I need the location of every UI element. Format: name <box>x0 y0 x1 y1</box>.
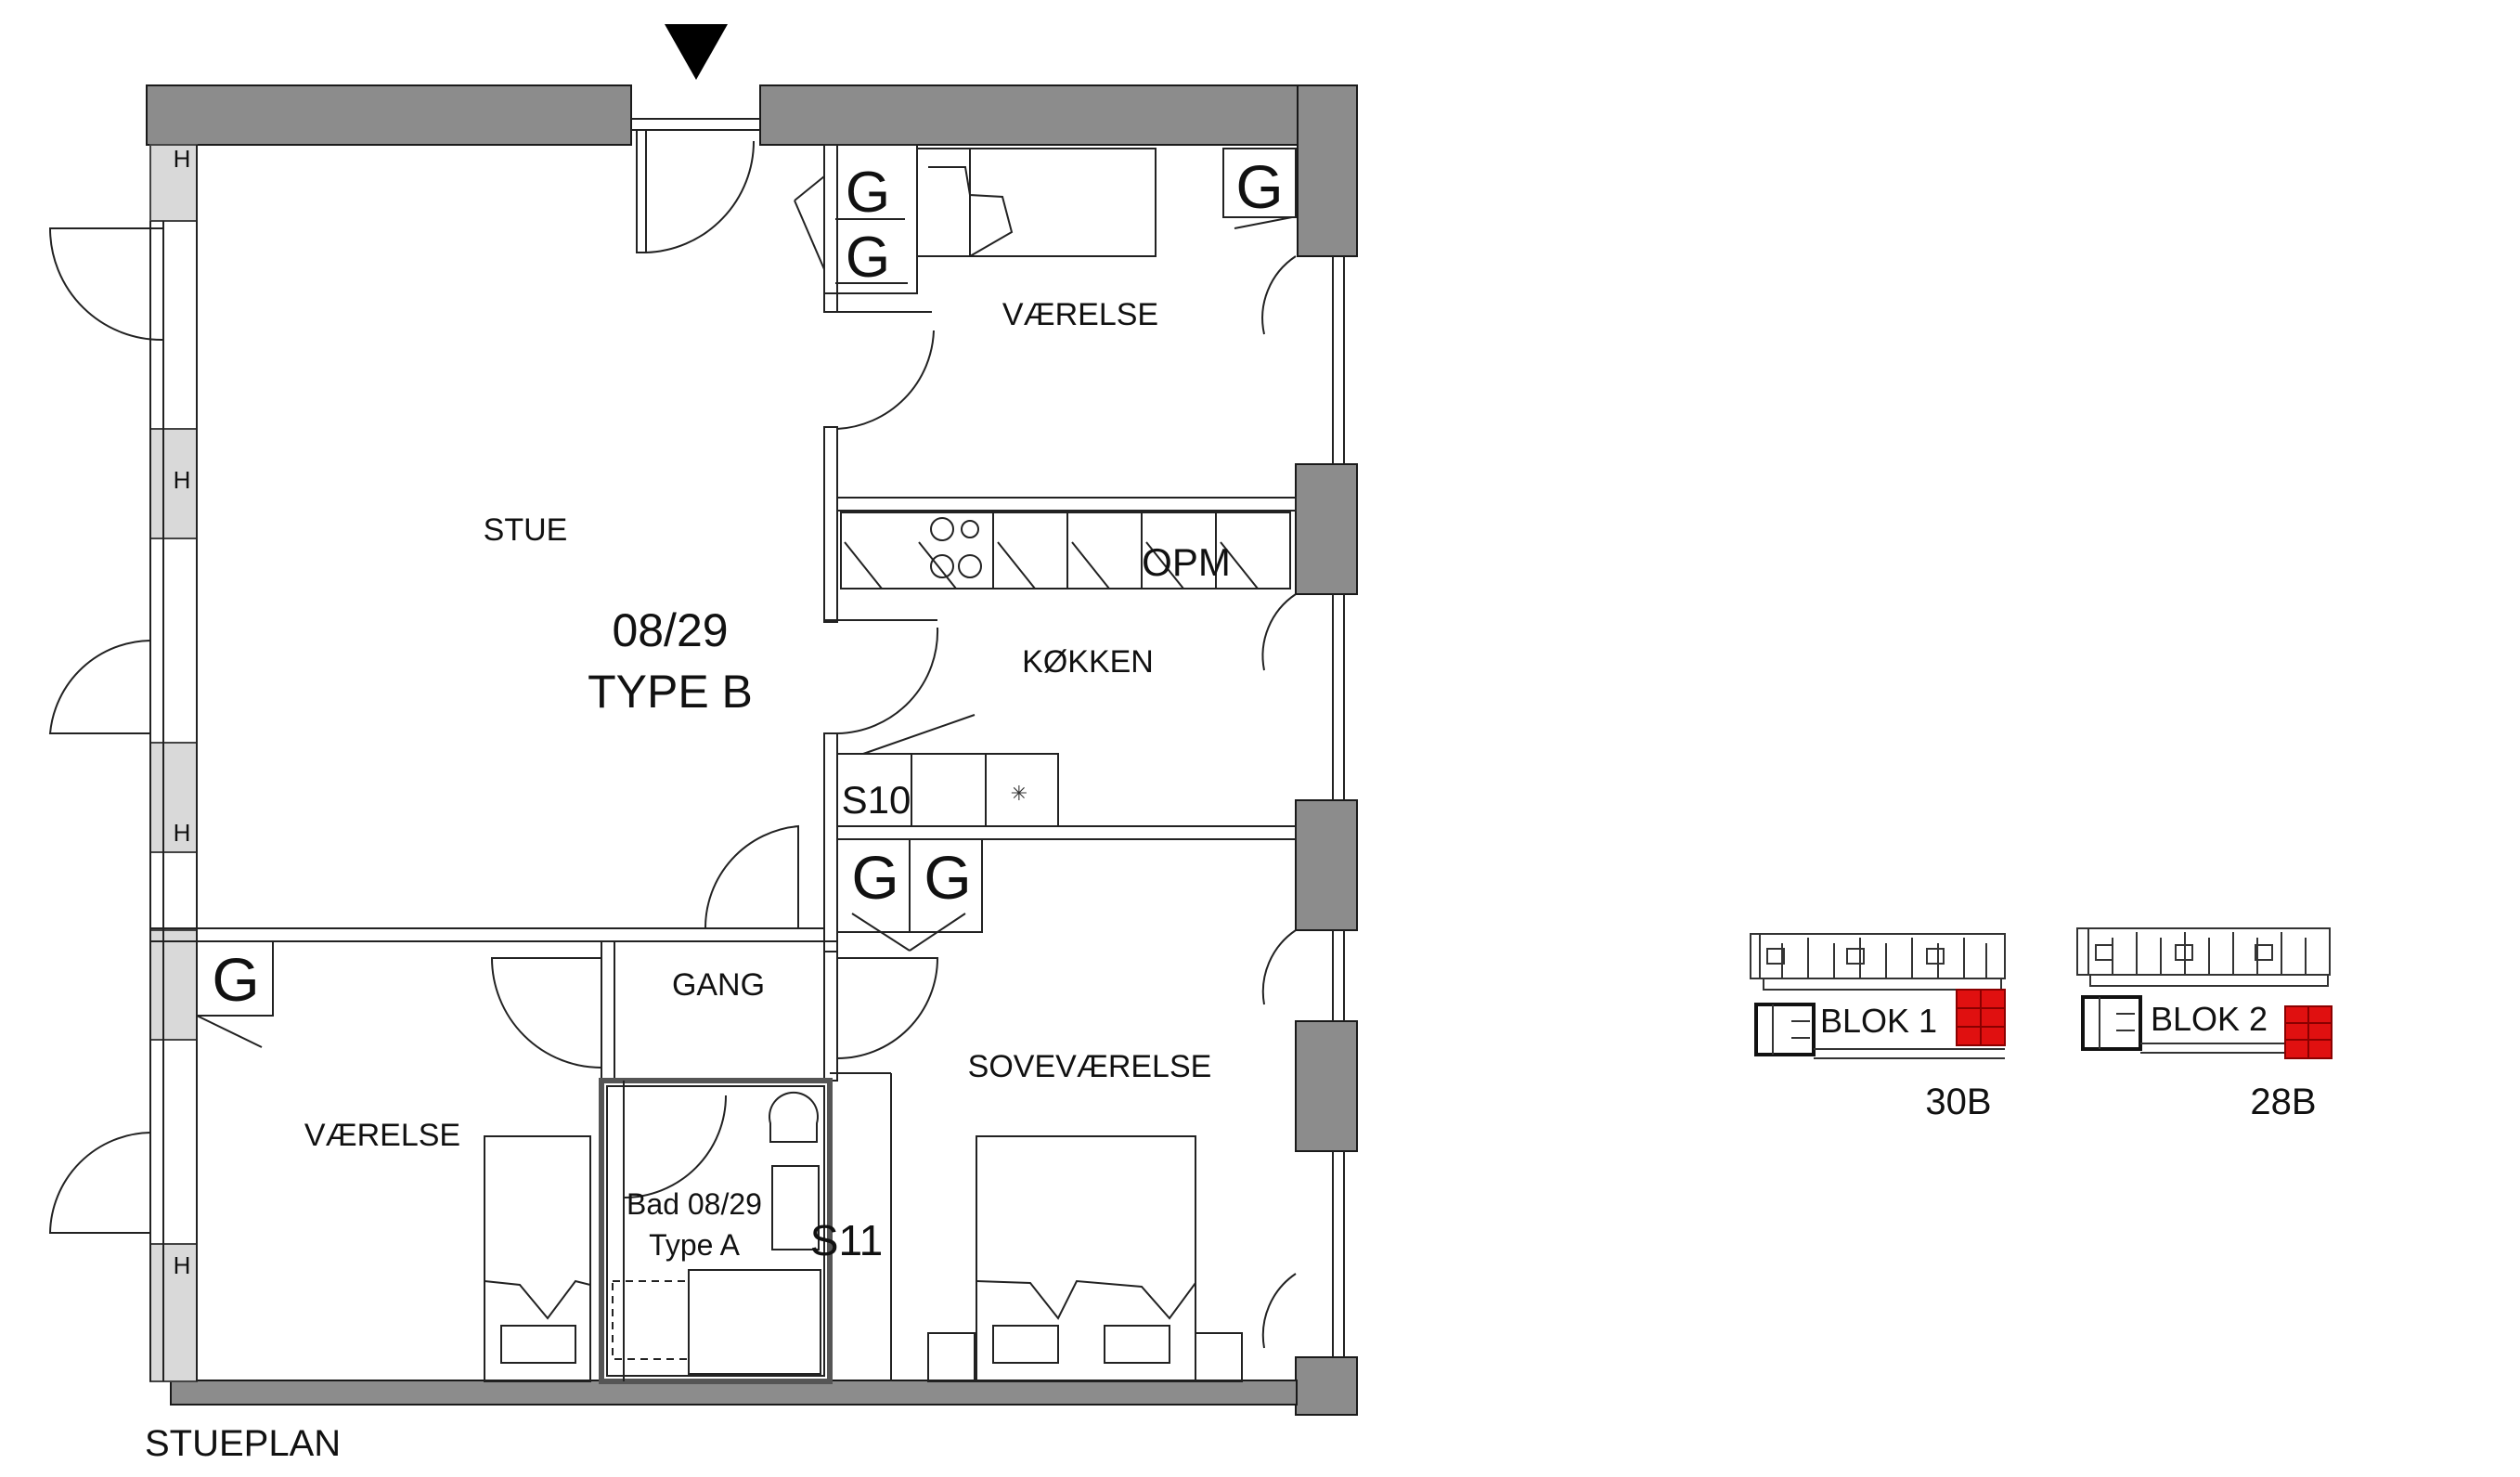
wall-right-seg3 <box>1295 1020 1358 1152</box>
wall-right-bottom <box>1295 1356 1358 1416</box>
room-label-sovevaerelse: SOVEVÆRELSE <box>968 1049 1212 1084</box>
left-pillars <box>149 144 198 1382</box>
room-labels: STUE 08/29 TYPE B VÆRELSE KØKKEN GANG SO… <box>145 297 1211 1464</box>
wall-top-right <box>759 84 1358 146</box>
h-marker: H <box>174 819 191 847</box>
keymap-blok-2 <box>2076 927 2333 1059</box>
entrance-arrow <box>665 24 728 80</box>
keymap-labels: BLOK 1 30B BLOK 2 28B <box>1820 1000 2317 1122</box>
wall-right-top <box>1297 84 1358 257</box>
room-label-bad-type: Type A <box>649 1228 741 1262</box>
opm-marker: OPM <box>1142 540 1231 584</box>
linework: ✳ <box>48 118 1345 1384</box>
s10-marker: S10 <box>842 778 911 822</box>
walls <box>146 84 1358 1416</box>
keymap-block-address: 30B <box>1925 1082 1991 1122</box>
g-marker: G <box>212 945 259 1014</box>
wall-bottom <box>170 1380 1298 1406</box>
unit-type: TYPE B <box>588 666 753 718</box>
wall-right-seg1 <box>1295 463 1358 595</box>
room-label-vaerelse-bottom: VÆRELSE <box>304 1118 460 1153</box>
room-label-kokken: KØKKEN <box>1022 644 1154 680</box>
g-marker: G <box>1235 152 1283 221</box>
room-label-stue: STUE <box>484 512 568 548</box>
keymap-block-label: BLOK 2 <box>2151 1000 2268 1038</box>
h-marker: H <box>174 1251 191 1279</box>
markers: G G G G G G OPM S10 S11 H H H H <box>174 145 1284 1279</box>
h-marker: H <box>174 466 191 494</box>
s11-marker: S11 <box>810 1216 883 1264</box>
keymap-blok-1 <box>1750 933 2006 1059</box>
pillar-1 <box>149 144 198 222</box>
wall-right-seg2 <box>1295 799 1358 931</box>
g-marker: G <box>924 843 971 912</box>
room-label-gang: GANG <box>672 967 765 1003</box>
g-marker: G <box>851 843 898 912</box>
keymap-block-label: BLOK 1 <box>1820 1002 1937 1040</box>
svg-text:✳: ✳ <box>1011 783 1027 806</box>
room-label-bad: Bad 08/29 <box>627 1187 762 1221</box>
h-marker: H <box>174 145 191 173</box>
room-label-vaerelse-top: VÆRELSE <box>1002 297 1158 332</box>
g-marker: G <box>846 226 890 290</box>
wall-top-left <box>146 84 632 146</box>
g-marker: G <box>846 161 890 225</box>
keymap-block-address: 28B <box>2250 1082 2316 1122</box>
floor-label: STUEPLAN <box>145 1423 341 1464</box>
pillar-4 <box>149 929 198 1041</box>
unit-number: 08/29 <box>612 604 728 656</box>
pillar-5 <box>149 1243 198 1382</box>
